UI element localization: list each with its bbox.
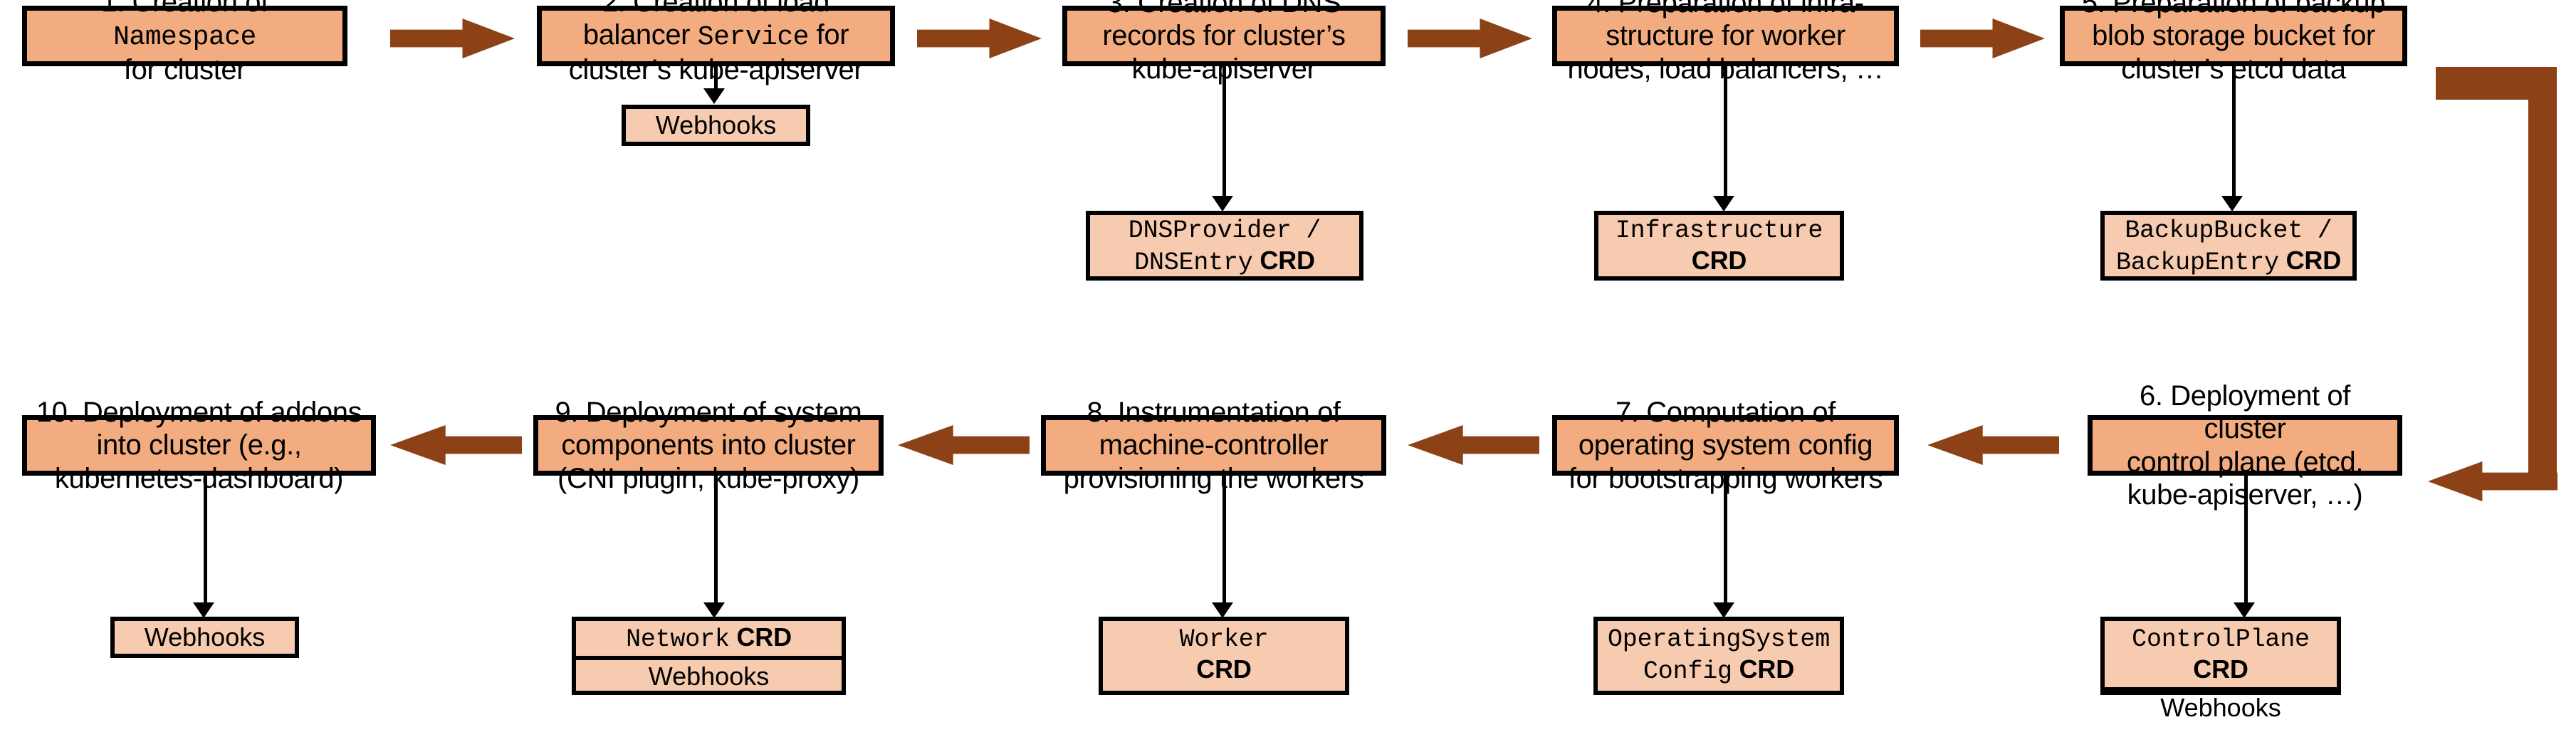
step-10-label: 10. Deployment of addons into cluster (e…: [36, 396, 362, 494]
step-3-label: 3. Creation of DNS records for cluster’s…: [1102, 0, 1346, 85]
artifact-label: DNSProvider / DNSEntry CRD: [1128, 216, 1321, 277]
artifact-label: BackupBucket / BackupEntry CRD: [2115, 216, 2342, 277]
artifact-cell-operatingsystemconfig-crd: OperatingSystem Config CRD: [1598, 621, 1840, 691]
artifact-label: Network CRD: [626, 622, 792, 654]
connector-line-step-3: [1222, 66, 1226, 200]
flow-arrow-4-to-5: [1920, 19, 2045, 58]
connector-head-step-8: [1212, 602, 1233, 618]
step-8-label: 8. Instrumentation of machine-controller…: [1063, 396, 1364, 494]
connector-line-step-6: [2244, 476, 2248, 607]
connector-head-step-4: [1713, 196, 1734, 211]
flow-arrow-8-to-9: [898, 425, 1030, 465]
artifact-cell-webhooks: Webhooks: [115, 621, 295, 654]
step-box-8[interactable]: 8. Instrumentation of machine-controller…: [1041, 397, 1386, 494]
connector-head-step-5: [2221, 196, 2243, 211]
step-box-3[interactable]: 3. Creation of DNS records for cluster’s…: [1062, 0, 1386, 85]
connector-line-step-8: [1222, 476, 1226, 607]
step-6-label: 6. Deployment of cluster control plane (…: [2126, 380, 2364, 511]
artifact-box-step-10[interactable]: Webhooks: [110, 617, 299, 658]
artifact-label: OperatingSystem Config CRD: [1607, 625, 1831, 686]
flow-arrow-2-to-3: [917, 19, 1042, 58]
artifact-cell-backupbucket-crd: BackupBucket / BackupEntry CRD: [2105, 215, 2352, 278]
connector-head-step-6: [2234, 602, 2255, 618]
connector-head-step-7: [1713, 602, 1734, 618]
flow-arrow-5-to-6-vertical: [2528, 67, 2557, 481]
step-box-10[interactable]: 10. Deployment of addons into cluster (e…: [22, 397, 376, 494]
flow-arrow-9-to-10: [390, 425, 522, 465]
artifact-cell-webhooks: Webhooks: [2105, 687, 2337, 724]
step-box-6[interactable]: 6. Deployment of cluster control plane (…: [2088, 380, 2402, 511]
connector-line-step-9: [714, 476, 718, 607]
connector-head-step-9: [703, 602, 725, 618]
connector-line-step-4: [1724, 66, 1727, 200]
artifact-box-step-7[interactable]: OperatingSystem Config CRD: [1593, 617, 1844, 695]
step-box-9[interactable]: 9. Deployment of system components into …: [533, 397, 884, 494]
artifact-label: Webhooks: [144, 622, 266, 652]
step-4-label: 4. Preparation of infra- structure for w…: [1567, 0, 1884, 85]
step-5-label: 5. Preparation of backup blob storage bu…: [2081, 0, 2386, 85]
connector-line-step-5: [2232, 66, 2236, 200]
artifact-cell-webhooks: Webhooks: [626, 109, 806, 142]
artifact-box-step-2[interactable]: Webhooks: [622, 105, 810, 146]
flow-arrow-7-to-8: [1408, 425, 1539, 465]
flow-arrow-1-to-2: [390, 19, 515, 58]
artifact-cell-dns-crd: DNSProvider / DNSEntry CRD: [1090, 215, 1359, 278]
connector-line-step-7: [1724, 476, 1727, 607]
artifact-label: ControlPlane CRD: [2132, 625, 2310, 684]
connector-line-step-2: [714, 66, 718, 93]
step-box-5[interactable]: 5. Preparation of backup blob storage bu…: [2060, 0, 2407, 85]
artifact-cell-network-crd: Network CRD: [576, 621, 842, 656]
artifact-label: Webhooks: [648, 661, 770, 691]
connector-head-step-3: [1212, 196, 1233, 211]
flow-arrow-6-to-7: [1927, 425, 2059, 465]
step-box-4[interactable]: 4. Preparation of infra- structure for w…: [1552, 0, 1899, 85]
flow-arrow-3-to-4: [1408, 19, 1532, 58]
artifact-box-step-6[interactable]: ControlPlane CRD Webhooks: [2100, 617, 2341, 722]
connector-head-step-10: [193, 602, 214, 618]
step-box-7[interactable]: 7. Computation of operating system confi…: [1552, 397, 1899, 494]
connector-head-step-2: [703, 88, 725, 104]
artifact-box-step-5[interactable]: BackupBucket / BackupEntry CRD: [2100, 211, 2357, 281]
connector-line-step-10: [204, 476, 207, 607]
artifact-box-step-9[interactable]: Network CRD Webhooks: [572, 617, 846, 695]
artifact-box-step-3[interactable]: DNSProvider / DNSEntry CRD: [1086, 211, 1363, 281]
step-9-label: 9. Deployment of system components into …: [555, 396, 862, 494]
artifact-cell-controlplane-crd: ControlPlane CRD: [2105, 621, 2337, 687]
artifact-label: Webhooks: [655, 110, 777, 140]
artifact-label: Webhooks: [2160, 693, 2281, 723]
artifact-cell-webhooks: Webhooks: [576, 655, 842, 693]
step-7-label: 7. Computation of operating system confi…: [1568, 396, 1883, 494]
